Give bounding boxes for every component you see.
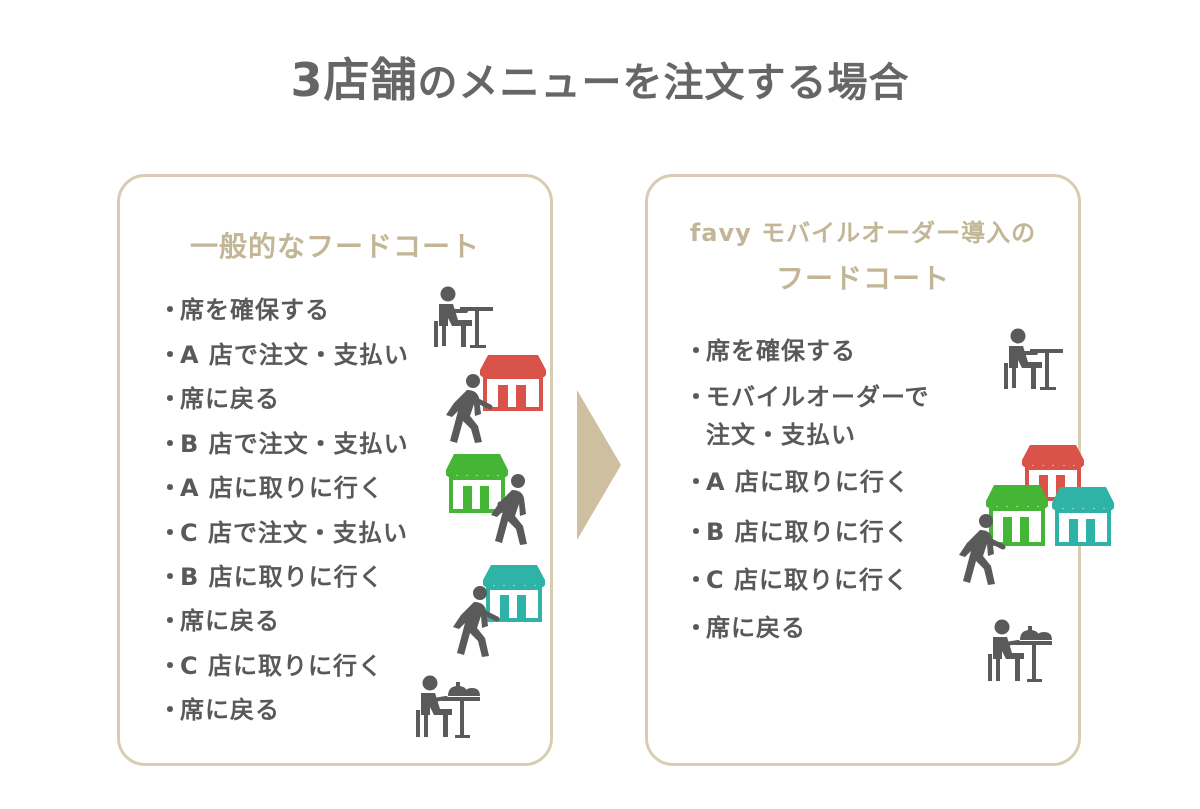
panel-mobile-order-food-court: favy モバイルオーダー導入の フードコート ・席を確保する ・モバイルオーダ… (645, 174, 1114, 766)
shop-b-icon (446, 454, 508, 513)
left-step-9-label: C 店に取りに行く (180, 652, 383, 680)
person-walking-icon (446, 374, 493, 443)
page-title: 3店舗のメニューを注文する場合 (0, 44, 1200, 110)
person-eating-icon (416, 675, 480, 738)
shop-c-icon (1052, 487, 1114, 546)
person-seated-icon (434, 286, 493, 348)
bullet: ・ (158, 563, 183, 591)
left-step-4-label: B 店で注文・支払い (180, 430, 409, 458)
title-digit: 3 (290, 53, 324, 107)
right-step-5: ・C 店に取りに行く (684, 560, 909, 595)
bullet: ・ (158, 296, 183, 324)
bullet: ・ (684, 468, 709, 496)
left-step-2-label: A 店で注文・支払い (180, 341, 409, 369)
left-step-1-label: 席を確保する (180, 296, 330, 324)
panel-title-mobile-line1: favy モバイルオーダー導入の (689, 219, 1037, 247)
left-step-9: ・C 店に取りに行く (158, 646, 383, 681)
left-step-10-label: 席に戻る (180, 696, 280, 724)
left-step-7: ・B 店に取りに行く (158, 557, 384, 592)
left-step-3: ・席に戻る (158, 379, 280, 414)
panel-title-general: 一般的なフードコート (189, 230, 480, 263)
right-step-3: ・A 店に取りに行く (684, 462, 910, 497)
right-step-4-label: B 店に取りに行く (706, 518, 910, 546)
panel-general-food-court: 一般的なフードコート ・席を確保する ・A 店で注文・支払い ・席に戻る ・B … (117, 174, 553, 766)
arrow-right-icon (577, 390, 621, 540)
bullet: ・ (684, 383, 709, 411)
person-eating-icon (988, 619, 1052, 682)
person-walking-icon (453, 586, 500, 657)
shop-c-icon (483, 565, 545, 622)
bullet: ・ (684, 614, 709, 642)
right-step-2-cont-label: 注文・支払い (706, 421, 856, 449)
shop-a-icon (480, 355, 546, 411)
bullet: ・ (158, 607, 183, 635)
right-step-6-label: 席に戻る (706, 614, 806, 642)
left-step-2: ・A 店で注文・支払い (158, 335, 409, 370)
bullet: ・ (158, 652, 183, 680)
left-step-8: ・席に戻る (158, 601, 280, 636)
person-walking-icon (959, 514, 1006, 585)
bullet: ・ (684, 337, 709, 365)
left-step-5: ・A 店に取りに行く (158, 468, 384, 503)
right-step-3-label: A 店に取りに行く (706, 468, 910, 496)
right-step-2-label: モバイルオーダーで (706, 383, 930, 411)
bullet: ・ (158, 341, 183, 369)
left-step-6-label: C 店で注文・支払い (180, 519, 408, 547)
right-step-6: ・席に戻る (684, 608, 806, 643)
person-walking-icon (491, 474, 527, 545)
right-step-1: ・席を確保する (684, 331, 856, 366)
left-step-4: ・B 店で注文・支払い (158, 424, 409, 459)
bullet: ・ (158, 385, 183, 413)
left-step-3-label: 席に戻る (180, 385, 280, 413)
left-step-6: ・C 店で注文・支払い (158, 513, 408, 548)
right-step-1-label: 席を確保する (706, 337, 856, 365)
person-seated-icon (1004, 328, 1063, 390)
left-step-1: ・席を確保する (158, 290, 330, 325)
right-step-5-label: C 店に取りに行く (706, 566, 909, 594)
right-step-2-cont: 注文・支払い (706, 415, 856, 450)
bullet: ・ (158, 430, 183, 458)
title-rest: のメニューを注文する場合 (417, 60, 910, 106)
left-step-8-label: 席に戻る (180, 607, 280, 635)
left-step-10: ・席に戻る (158, 690, 280, 725)
bullet: ・ (158, 519, 183, 547)
shop-b-icon (986, 485, 1048, 546)
bullet: ・ (684, 566, 709, 594)
right-step-2: ・モバイルオーダーで (684, 377, 930, 412)
left-step-7-label: B 店に取りに行く (180, 563, 384, 591)
right-step-4: ・B 店に取りに行く (684, 512, 910, 547)
panel-title-mobile-line2: フードコート (775, 262, 950, 295)
bullet: ・ (158, 696, 183, 724)
title-big-text: 店舗 (323, 53, 418, 107)
left-step-5-label: A 店に取りに行く (180, 474, 384, 502)
bullet: ・ (158, 474, 183, 502)
bullet: ・ (684, 518, 709, 546)
